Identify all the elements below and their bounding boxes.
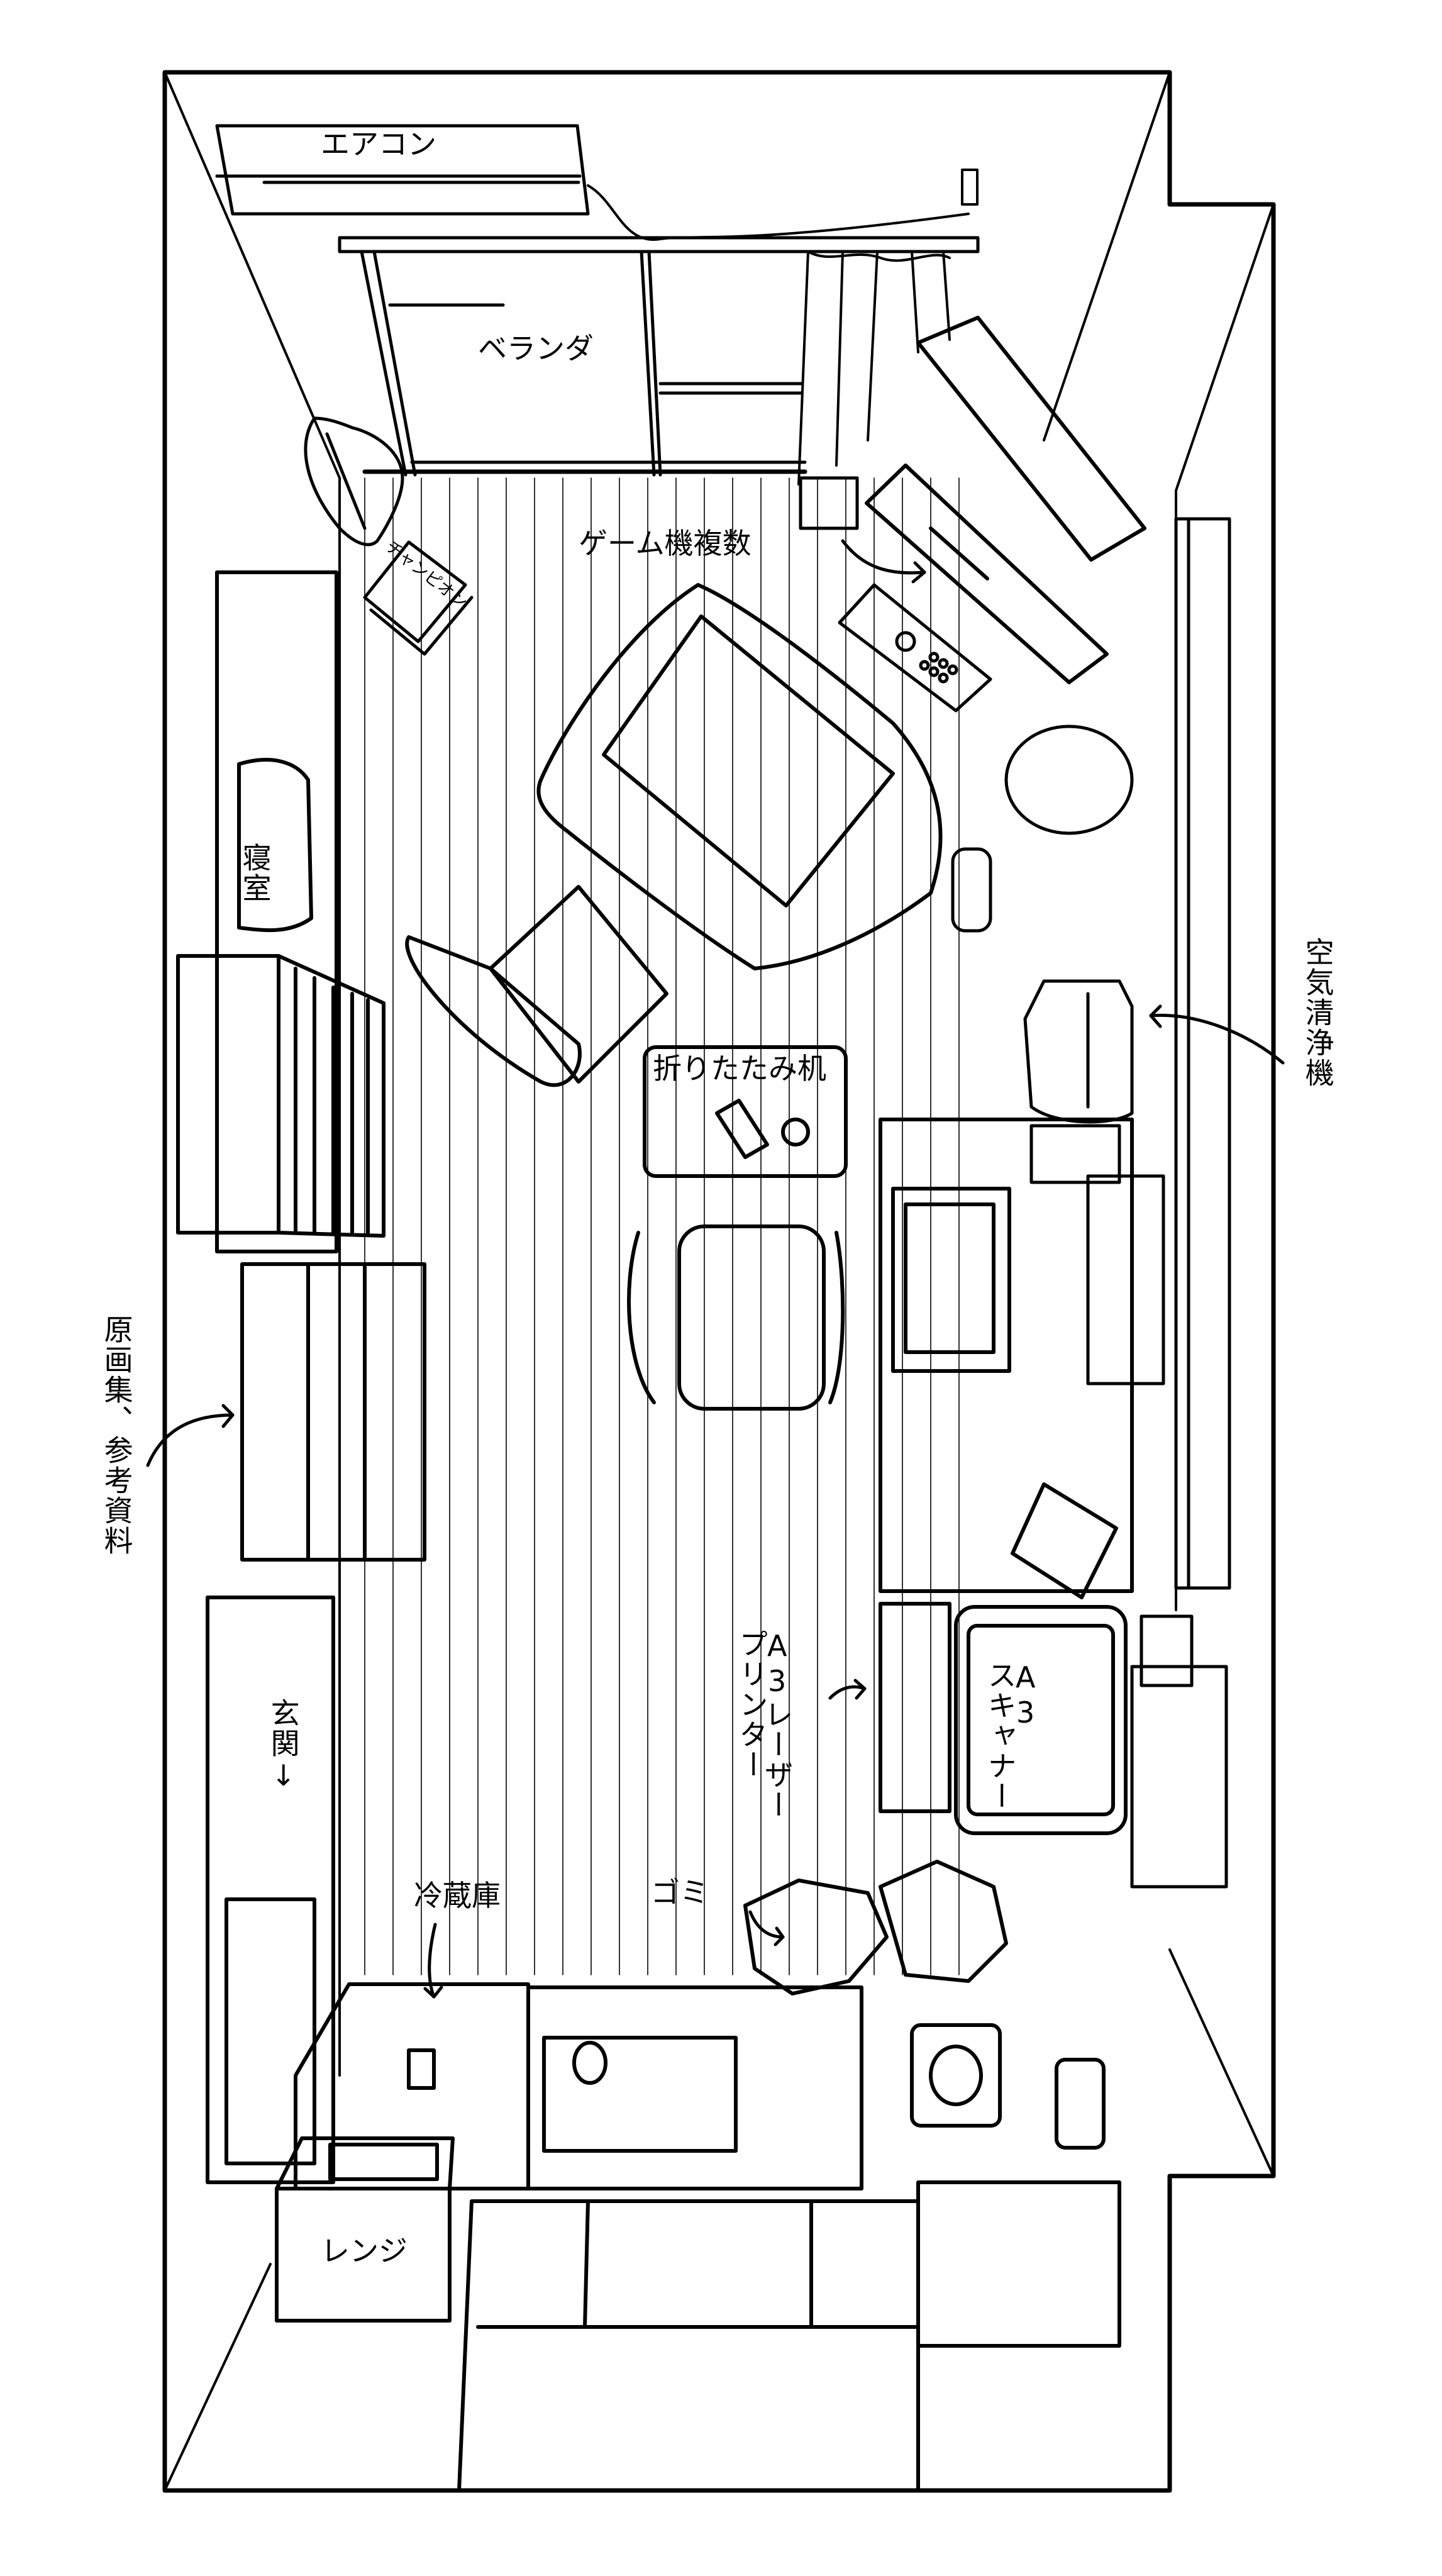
door-icon xyxy=(206,1596,335,2184)
figure-icon xyxy=(951,724,1134,933)
label-refrigerator: 冷蔵庫 xyxy=(414,1879,501,1913)
bookshelf-icon xyxy=(176,954,426,1562)
poster-icon xyxy=(1130,1614,1228,1889)
air-purifier-icon xyxy=(1023,979,1134,1124)
printer-icon xyxy=(879,1602,951,1813)
label-air-purifier: 空気清浄機 xyxy=(1301,937,1335,1088)
label-game-consoles: ゲーム機複数 xyxy=(579,526,752,560)
pen-tablet-icon xyxy=(1011,1482,1118,1599)
label-bedroom: 寝室 xyxy=(238,843,272,903)
label-a3-laser-printer-line2: プリンター xyxy=(735,1629,769,1780)
washing-machine-icon xyxy=(910,2023,1002,2128)
wall-perspective-lines xyxy=(164,71,1275,2492)
desk-icon xyxy=(879,1118,1134,1593)
microwave-icon xyxy=(275,2136,455,2323)
game-console-icon xyxy=(799,476,859,530)
monitor-icon xyxy=(891,1187,1011,1373)
label-veranda: ベランダ xyxy=(478,331,594,365)
label-entrance: 玄関↓ xyxy=(266,1698,301,1794)
window-blinds-icon xyxy=(1174,517,1231,1590)
arcade-stick-icon xyxy=(838,583,992,713)
trash-bag-icon xyxy=(743,1860,1008,1996)
folding-desk-icon xyxy=(643,1045,848,1178)
label-art-books: 原画集、参考資料 xyxy=(99,1314,134,1556)
office-chair-icon xyxy=(627,1224,845,1411)
sink-icon xyxy=(526,1985,863,2190)
comic-books-icon xyxy=(363,540,474,656)
annotation-arrows xyxy=(146,539,1285,1999)
label-a3-laser-printer-line1: A3レーザー xyxy=(760,1629,794,1820)
room-walls xyxy=(162,70,1276,2493)
power-outlet-icon xyxy=(961,169,979,206)
kitchen-counter-icon xyxy=(457,2199,920,2492)
label-trash: ゴミ xyxy=(651,1875,709,1909)
label-folding-desk: 折りたたみ机 xyxy=(653,1052,826,1085)
scanner-icon xyxy=(954,1605,1128,1835)
floor-chair-icon xyxy=(405,885,668,1087)
label-air-conditioner: エアコン xyxy=(321,127,436,161)
label-microwave: レンジ xyxy=(321,2234,408,2268)
backpack-icon xyxy=(304,416,404,547)
curtain-icon xyxy=(797,250,951,486)
label-a3-scanner-line2: スキャナー xyxy=(983,1660,1018,1811)
kotatsu-table-icon xyxy=(536,583,943,970)
sliding-door-icon xyxy=(338,236,980,477)
label-a3-scanner-line1: A3 xyxy=(1008,1660,1043,1731)
bed-icon xyxy=(215,570,338,1253)
tv-icon xyxy=(865,316,1146,684)
shelf-figures-icon xyxy=(1029,1124,1165,1385)
